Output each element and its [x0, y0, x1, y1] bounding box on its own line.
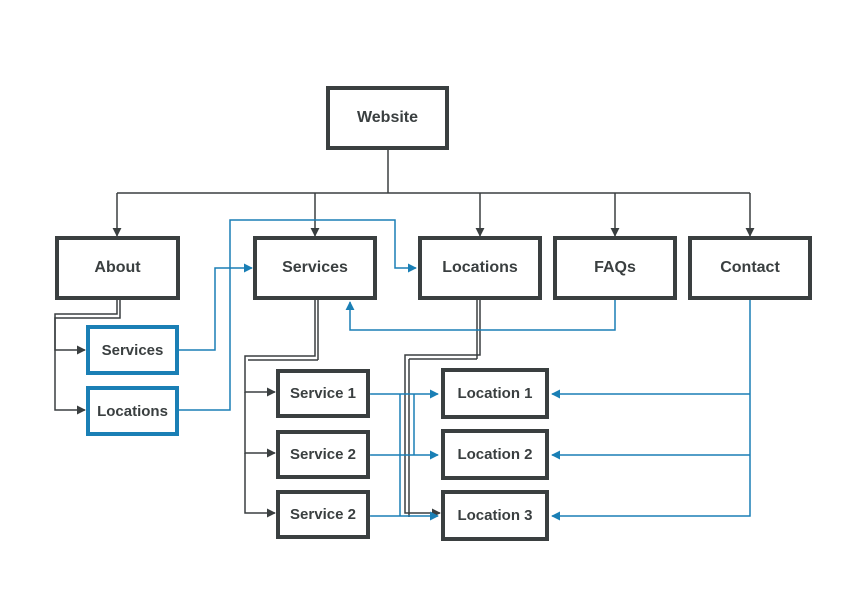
location-2-label: Location 2: [457, 446, 533, 463]
locations-node[interactable]: Locations: [418, 236, 542, 300]
website-node[interactable]: Website: [326, 86, 449, 150]
website-label: Website: [356, 109, 419, 126]
service-3-label: Service 2: [290, 506, 356, 523]
about-locations-node[interactable]: Locations: [86, 386, 179, 436]
service-1-label: Service 1: [290, 385, 356, 402]
about-locations-label: Locations: [97, 402, 168, 420]
contact-node[interactable]: Contact: [688, 236, 812, 300]
service-3-node[interactable]: Service 2: [276, 490, 370, 539]
service-2-node[interactable]: Service 2: [276, 430, 370, 479]
location-1-node[interactable]: Location 1: [441, 368, 549, 419]
locations-label: Locations: [442, 259, 518, 276]
services-label: Services: [282, 259, 348, 276]
about-label: About: [94, 259, 141, 276]
contact-label: Contact: [720, 259, 780, 276]
about-services-node[interactable]: Services: [86, 325, 179, 375]
faqs-node[interactable]: FAQs: [553, 236, 677, 300]
faqs-label: FAQs: [594, 259, 636, 276]
service-1-node[interactable]: Service 1: [276, 369, 370, 418]
location-3-label: Location 3: [457, 507, 533, 524]
about-node[interactable]: About: [55, 236, 180, 300]
services-node[interactable]: Services: [253, 236, 377, 300]
location-2-node[interactable]: Location 2: [441, 429, 549, 480]
about-services-label: Services: [101, 341, 164, 359]
location-3-node[interactable]: Location 3: [441, 490, 549, 541]
location-1-label: Location 1: [457, 385, 533, 402]
service-2-label: Service 2: [290, 446, 356, 463]
